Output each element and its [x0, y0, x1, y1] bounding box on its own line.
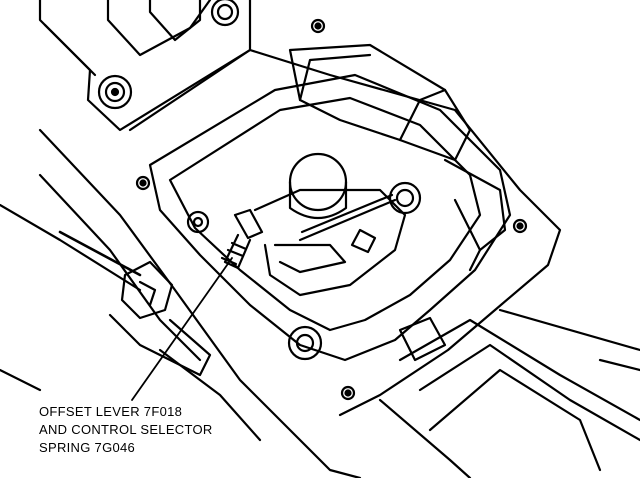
small-bolt-left	[135, 175, 151, 191]
pivot-bolt-right	[388, 181, 422, 215]
raised-boss	[288, 43, 507, 272]
callout-label: OFFSET LEVER 7F018 AND CONTROL SELECTOR …	[39, 403, 299, 457]
upper-bracket-arm	[38, 0, 252, 132]
threaded-stud	[220, 208, 264, 270]
small-bolt-upper	[310, 18, 326, 34]
shift-shaft	[288, 152, 348, 219]
lower-cover-bolt	[287, 325, 323, 361]
bracket-bolt-left	[97, 74, 133, 110]
callout-leader-line	[131, 257, 233, 401]
cover-tab	[398, 316, 447, 362]
callout-line-2: AND CONTROL SELECTOR	[39, 422, 213, 437]
callout-line-1: OFFSET LEVER 7F018	[39, 404, 183, 419]
bracket-bolt-top	[210, 0, 240, 27]
callout-line-3: SPRING 7G046	[39, 440, 136, 455]
stud-bolt-left	[186, 210, 210, 234]
small-bolt-lower	[340, 385, 356, 401]
lower-flange	[108, 313, 262, 442]
cover-plate	[148, 73, 512, 362]
offset-lever	[253, 188, 407, 297]
extension-housing	[378, 308, 640, 478]
transmission-case-body	[0, 48, 562, 478]
small-bolt-right	[512, 218, 528, 234]
control-selector-spring	[298, 193, 397, 242]
side-bolt-head	[120, 260, 174, 320]
